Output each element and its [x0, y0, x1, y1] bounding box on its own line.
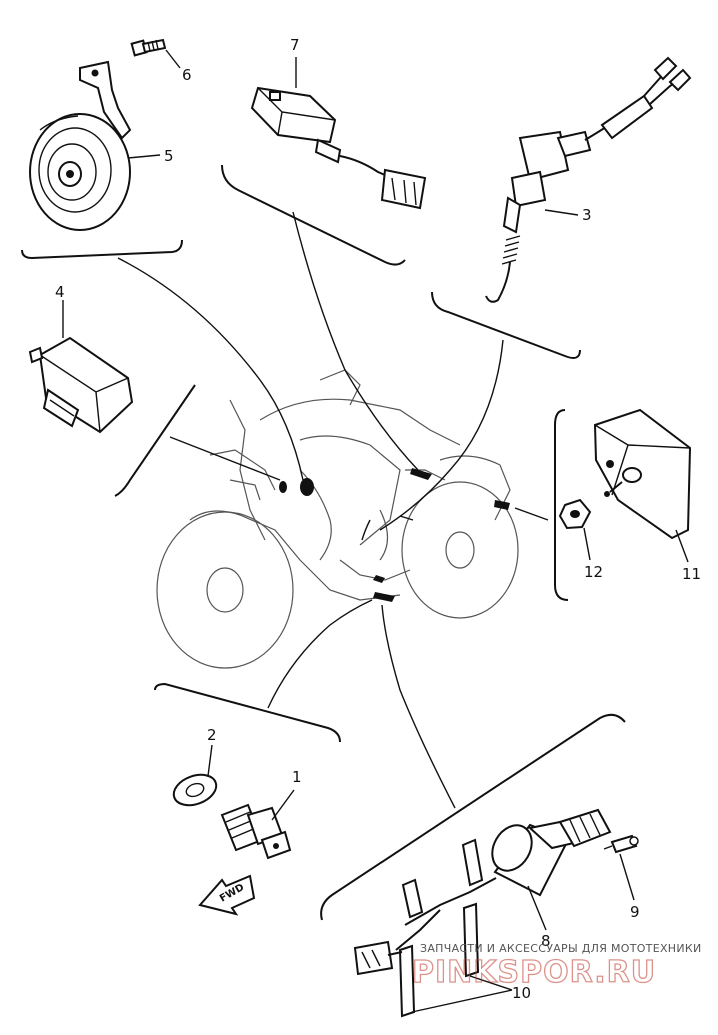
- flasher-part: [28, 336, 134, 434]
- harness-part: [353, 808, 639, 1018]
- switch-part: [485, 56, 692, 303]
- callout-11: 11: [682, 565, 701, 583]
- leader-lines: [117, 211, 549, 809]
- group-brackets: [21, 164, 626, 921]
- callout-7: 7: [290, 36, 300, 54]
- callout-2: 2: [207, 726, 217, 744]
- callout-10: 10: [512, 984, 531, 1002]
- callout-numbers: 7 6 5 3 4 12 11 2 1 9 8 10: [55, 36, 701, 1002]
- watermark: ЗАПЧАСТИ И АКСЕССУАРЫ ДЛЯ МОТОТЕХНИКИ PI…: [411, 942, 702, 991]
- washer-part: [172, 773, 218, 807]
- watermark-tagline: ЗАПЧАСТИ И АКСЕССУАРЫ ДЛЯ МОТОТЕХНИКИ: [420, 942, 702, 955]
- watermark-site: PINKSPOR.RU: [412, 955, 656, 990]
- callout-5: 5: [164, 147, 174, 165]
- callout-12: 12: [584, 563, 603, 581]
- callout-3: 3: [582, 206, 592, 224]
- callout-8: 8: [541, 932, 551, 950]
- callout-9: 9: [630, 903, 640, 921]
- bolt-part: [130, 38, 167, 57]
- motorcycle-outline: [156, 369, 519, 669]
- callout-6: 6: [182, 66, 192, 84]
- panel-part: [593, 408, 692, 540]
- forward-arrow: FWD: [198, 874, 256, 916]
- nut-part: [558, 498, 592, 530]
- callout-4: 4: [55, 283, 65, 301]
- horn-part: [29, 60, 132, 231]
- callout-1: 1: [292, 768, 302, 786]
- neutral-switch-part: [220, 803, 292, 860]
- mount-points: [279, 468, 510, 602]
- relay-part: [250, 86, 427, 210]
